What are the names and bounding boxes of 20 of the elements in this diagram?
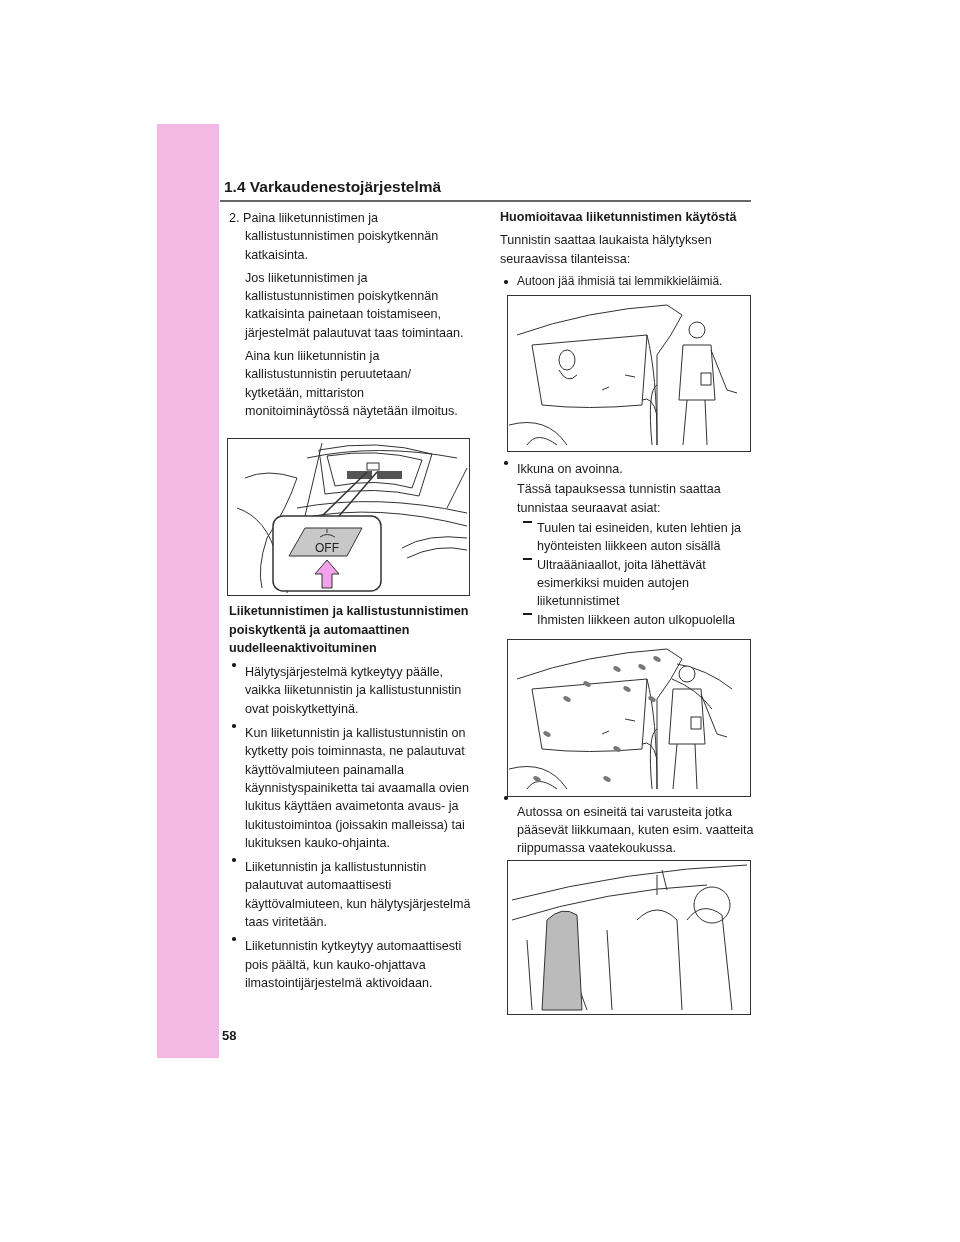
paragraph: Tässä tapauksessa tunnistin saattaa tunnistaa seuraavat asiat: bbox=[517, 481, 722, 517]
page-number: 58 bbox=[222, 1027, 238, 1045]
bullet-item: Liiketunnistin kytkeytyy automaattisesti pois päältä, kun kauko-ohjattava ilmastointijärjestelmä aktivoidaan. bbox=[245, 938, 463, 992]
bullet-item: Autossa on esineitä tai varusteita jotka pääsevät liikkumaan, kuten esim. vaatteita riippumassa vaatekoukussa. bbox=[517, 803, 755, 858]
bullet-item: Liiketunnistin ja kallistustunnistin palautuvat automaattisesti käyttövalmiuteen, kun hälytysjärjestelmä taas viritetään. bbox=[245, 859, 472, 931]
bullet-item: Hälytysjärjestelmä kytkeytyy päälle, vaikka liiketunnistin ja kallistustunnistin ovat poiskytkettyinä. bbox=[245, 664, 463, 718]
subheading: Huomioitavaa liiketunnistimen käytöstä bbox=[500, 209, 738, 226]
list-item: Tuulen tai esineiden, kuten lehtien ja hyönteisten liikkeen auton sisällä bbox=[537, 520, 742, 556]
paragraph: Aina kun liiketunnistin ja kallistustunnistin peruutetaan/ kytketään, mittariston monitoiminäytössä näytetään ilmoitus. bbox=[245, 348, 459, 420]
paragraph: Tunnistin saattaa laukaista hälytyksen seuraavissa tilanteissa: bbox=[500, 232, 713, 268]
section-heading: 1.4 Varkaudenestojärjestelmä bbox=[224, 177, 442, 197]
switch-label: OFF bbox=[315, 541, 339, 556]
bullet-item: Kun liiketunnistin ja kallistustunnistin on kytketty pois toiminnasta, ne palautuvat käyttövalmiuteen painamalla käynnistyspainiketta tai avaamalla ovien lukitus käyttäen avaimetonta avaus- ja lukitustoimintoa (joissakin malleissa) tai lukituksen kauko-ohjainta. bbox=[245, 725, 470, 852]
list-item: Ultraääniaallot, joita lähettävät esimerkiksi muiden autojen liiketunnistimet bbox=[537, 556, 707, 611]
bullet-item: Autoon jää ihmisiä tai lemmikkieläimiä. bbox=[517, 272, 724, 290]
list-item: Ihmisten liikkeen auton ulkopuolella bbox=[537, 611, 737, 629]
subheading: Liiketunnistimen ja kallistustunnistimen poiskytkentä ja automaattinen uudelleenaktivoituminen bbox=[229, 603, 469, 657]
bullet-item: Ikkuna on avoinna. bbox=[517, 461, 624, 479]
numbered-step: 2. Paina liiketunnistimen ja kallistustunnistimen poiskytkennän katkaisinta. bbox=[229, 209, 469, 264]
paragraph: Jos liiketunnistimen ja kallistustunnistimen poiskytkennän katkaisinta painetaan toistamiseen, järjestelmät palautuvat taas toimintaan. bbox=[245, 269, 465, 342]
